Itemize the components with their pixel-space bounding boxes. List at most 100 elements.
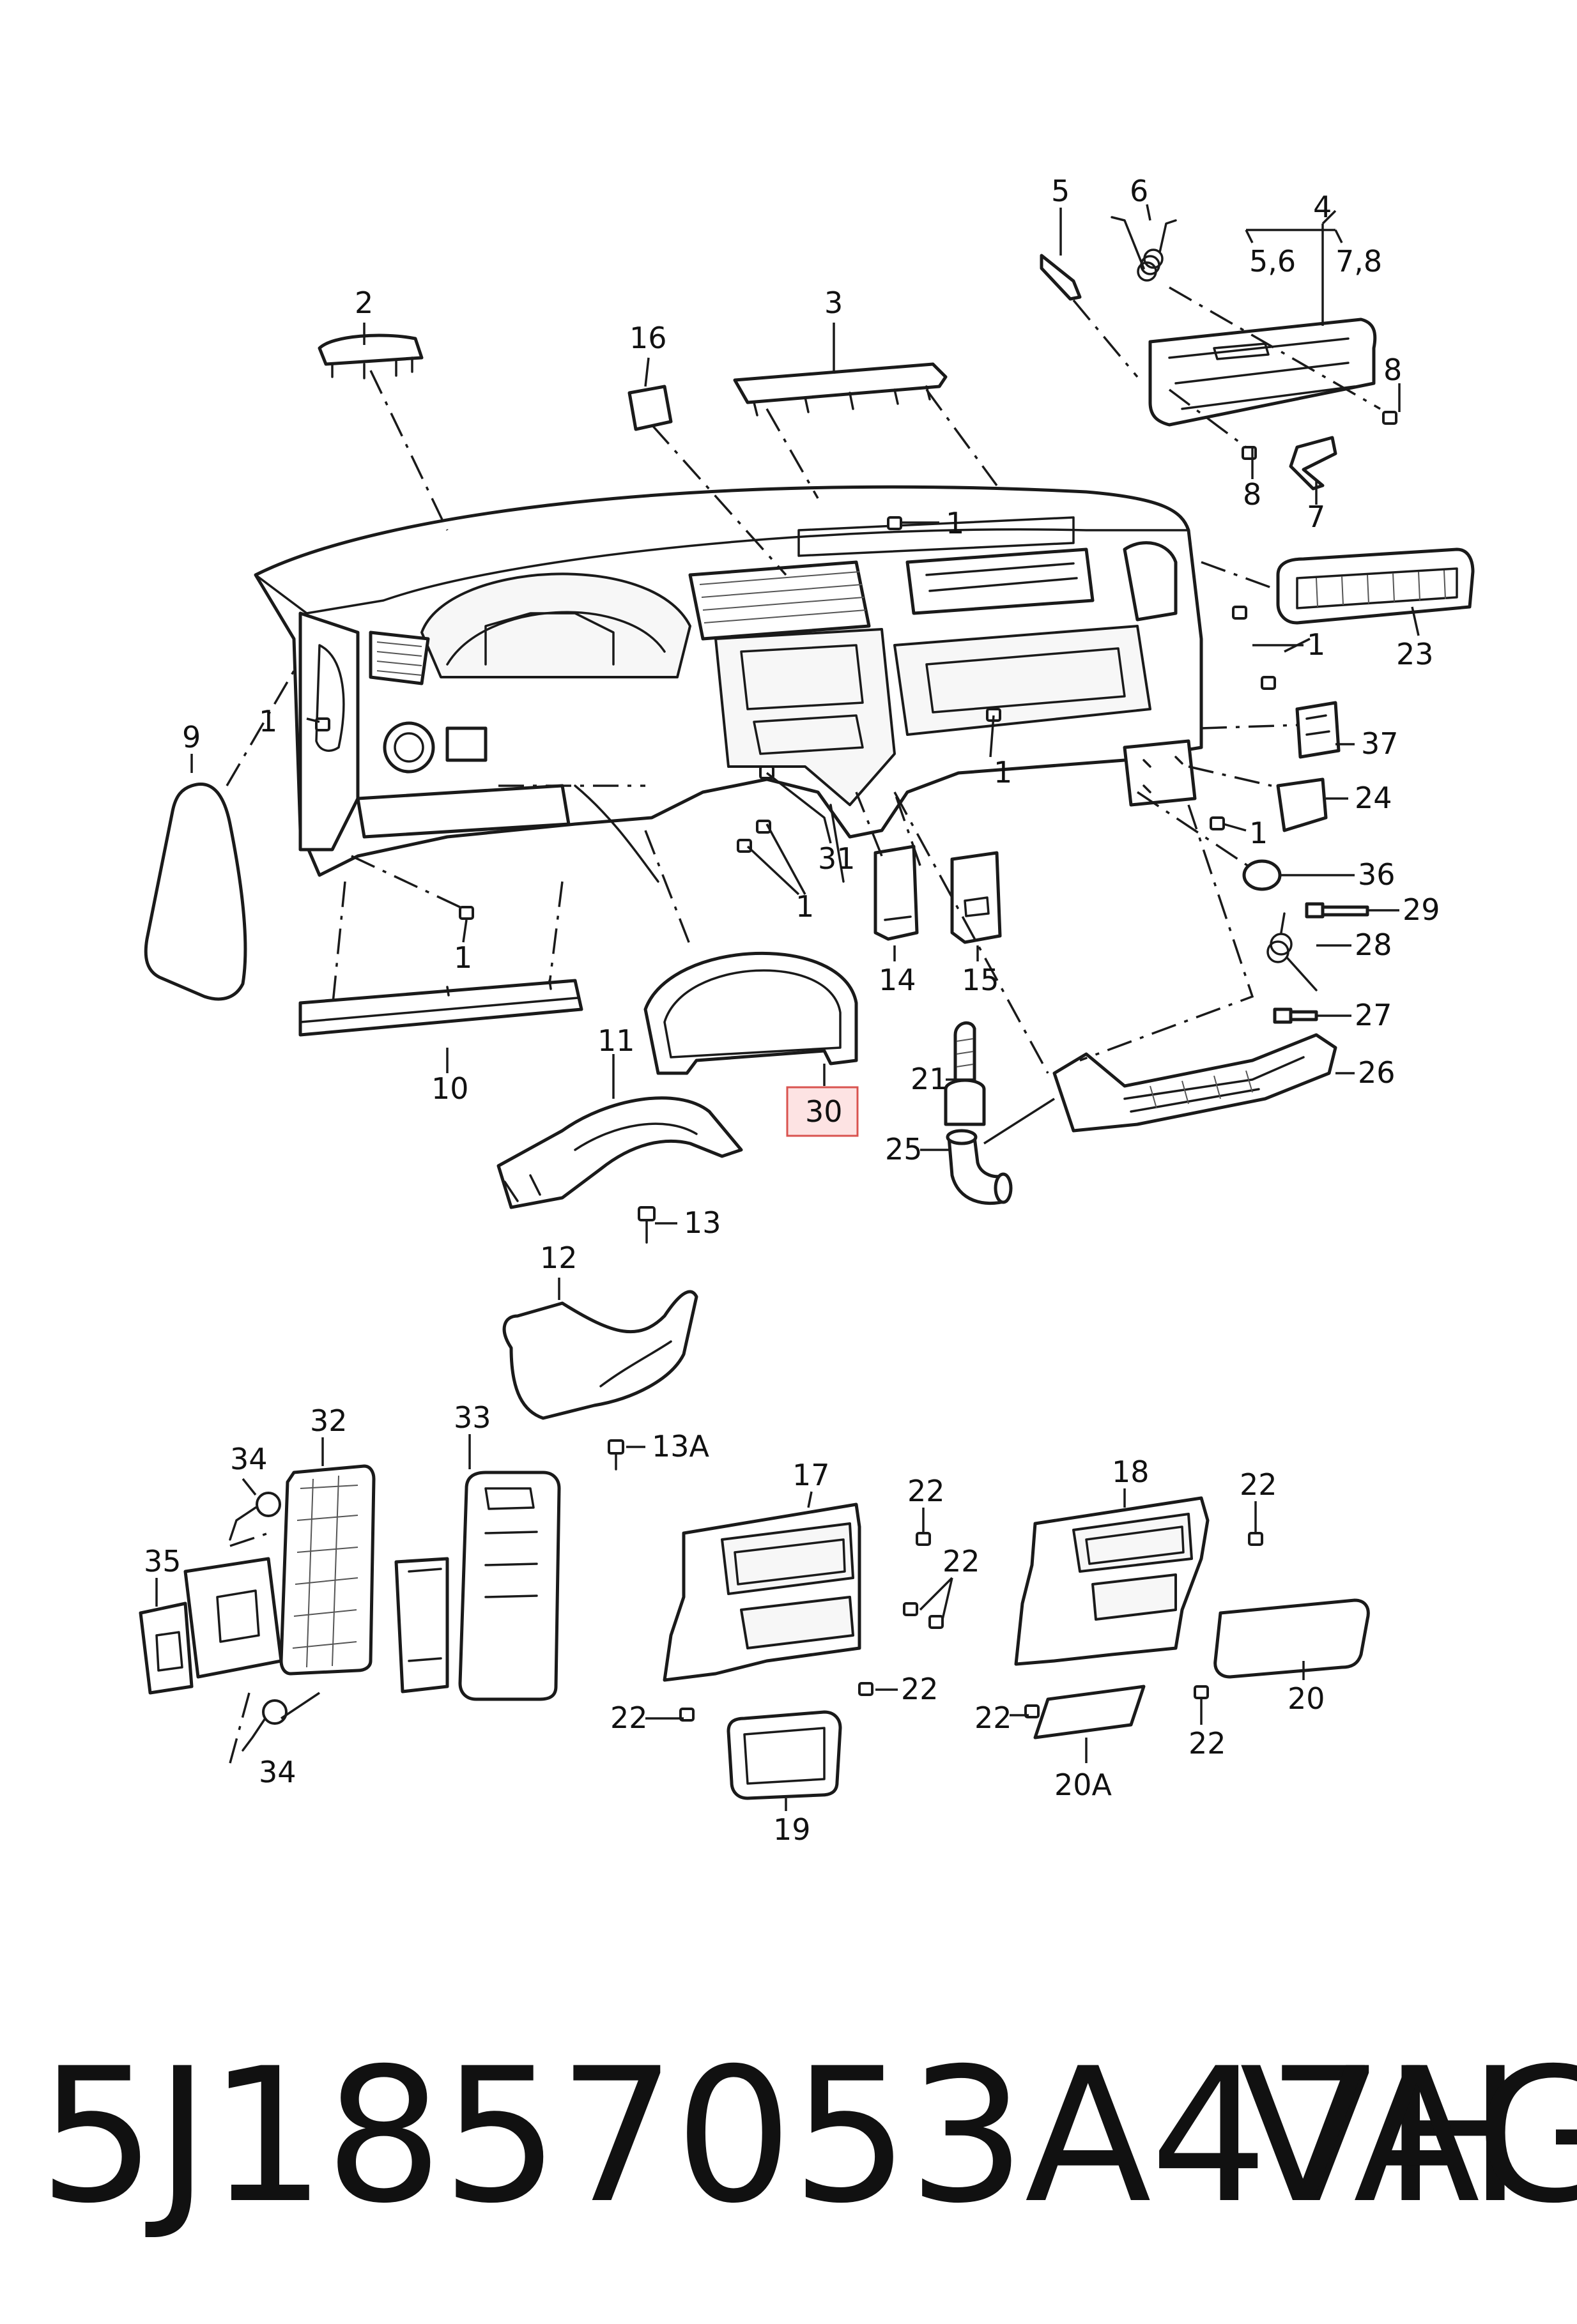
- callout-1-right: 1: [1307, 627, 1325, 662]
- callout-33: 33: [454, 1400, 491, 1435]
- callout-56: 5,6: [1249, 244, 1296, 279]
- part-25-elbow: [946, 1129, 1013, 1205]
- callout-27: 27: [1355, 998, 1392, 1032]
- part-12-lower-column-cover: [502, 1290, 698, 1420]
- part-26-lower-trim: [1052, 1033, 1337, 1133]
- highlight-box-30: [786, 1086, 859, 1137]
- callout-10: 10: [431, 1071, 469, 1106]
- callout-35: 35: [144, 1544, 181, 1579]
- part-2-top-cover: [318, 333, 424, 379]
- part-10-lower-trim: [298, 979, 583, 1037]
- callout-78: 7,8: [1335, 244, 1382, 279]
- callout-labels: 2 16 3 5 6 4 5,6 7,8 8 8 7 1 23 1 37 1 2…: [144, 174, 1440, 1847]
- callout-8b: 8: [1243, 477, 1261, 512]
- part-7-bracket: [1289, 436, 1337, 491]
- callout-5: 5: [1051, 174, 1070, 208]
- part-9-end-cap: [144, 783, 247, 1001]
- callout-25: 25: [885, 1132, 923, 1166]
- leader-lines: [155, 204, 1420, 1811]
- part-20-blank-plate: [1213, 1598, 1370, 1679]
- callout-11: 11: [597, 1023, 635, 1058]
- callout-22-c: 22: [901, 1672, 939, 1706]
- part-27-screw: [1273, 1007, 1318, 1024]
- callout-9: 9: [182, 720, 201, 754]
- part-15-switch-blank: [950, 851, 1002, 944]
- callout-22-e: 22: [1240, 1467, 1277, 1502]
- callout-30: 30: [805, 1094, 843, 1129]
- callout-21: 21: [911, 1062, 948, 1096]
- callout-6: 6: [1130, 174, 1148, 208]
- part-17-console-frame: [663, 1502, 861, 1682]
- part-18-console-frame: [1014, 1496, 1210, 1666]
- part-37-bracket: [1295, 701, 1341, 759]
- callout-13: 13: [684, 1205, 721, 1240]
- callout-1-lower: 1: [454, 940, 472, 975]
- part-19-bezel: [727, 1710, 842, 1800]
- part-13a-screw: [608, 1439, 624, 1471]
- callout-26: 26: [1358, 1055, 1396, 1090]
- part-16-cap: [627, 385, 673, 431]
- callout-2: 2: [355, 286, 373, 320]
- part-33-bin: [394, 1471, 561, 1701]
- callout-22-d: 22: [610, 1701, 648, 1735]
- part-29-bolt: [1305, 902, 1369, 919]
- callout-7: 7: [1307, 500, 1325, 534]
- callout-8a: 8: [1383, 353, 1402, 387]
- callout-20a: 20A: [1054, 1768, 1112, 1802]
- callout-14: 14: [879, 963, 916, 997]
- callout-34-top: 34: [230, 1442, 268, 1476]
- callout-22-a: 22: [907, 1474, 945, 1508]
- callout-36: 36: [1358, 857, 1396, 892]
- part-6-spring: [1111, 216, 1177, 282]
- part-14-switch-blank: [873, 845, 919, 941]
- callout-1-mid: 1: [994, 755, 1012, 790]
- callout-16: 16: [629, 321, 667, 355]
- callout-22-g: 22: [1189, 1726, 1226, 1761]
- part-21-fitting: [944, 1021, 986, 1126]
- part-35-bracket: [139, 1557, 283, 1695]
- part-13-screw: [638, 1206, 656, 1244]
- part-number-text: 5J1857053A47H: [38, 2029, 1523, 2244]
- fastener-screws: [315, 411, 1397, 920]
- callout-24: 24: [1355, 781, 1392, 815]
- part-32-storage-bin: [279, 1464, 376, 1676]
- callout-1-right2: 1: [1249, 816, 1268, 850]
- callout-1-top: 1: [946, 506, 964, 540]
- part-23-right-vent: [1276, 547, 1475, 625]
- part-4-airbag-module: [1148, 317, 1377, 427]
- part-36-plug: [1242, 859, 1282, 891]
- callout-1-left: 1: [259, 704, 277, 738]
- callout-17: 17: [792, 1458, 830, 1492]
- callout-12: 12: [540, 1241, 578, 1275]
- callout-13a: 13A: [652, 1429, 710, 1464]
- callout-37: 37: [1361, 726, 1399, 761]
- part-30-cluster-surround: [643, 951, 858, 1075]
- brand-text: VAG: [1240, 2029, 1577, 2244]
- callout-3: 3: [824, 286, 843, 320]
- callout-4: 4: [1313, 190, 1332, 224]
- part-24-cap: [1276, 777, 1328, 832]
- part-3-centre-cover: [733, 362, 948, 417]
- callout-28: 28: [1355, 928, 1392, 962]
- callout-29: 29: [1403, 892, 1440, 927]
- footer-part-number: 5J1857053A47H VAG: [38, 2029, 1577, 2244]
- callout-31: 31: [818, 841, 856, 876]
- callout-22-f: 22: [974, 1701, 1012, 1735]
- callout-34-bottom: 34: [259, 1755, 296, 1789]
- callout-22-b: 22: [942, 1544, 980, 1579]
- part-22-screws: [679, 1532, 1263, 1722]
- callout-15: 15: [962, 963, 999, 997]
- part-34-screw-lower: [242, 1699, 288, 1752]
- callout-32: 32: [310, 1403, 348, 1438]
- callout-18: 18: [1112, 1455, 1150, 1489]
- part-34-screw-upper: [229, 1492, 281, 1541]
- callout-19: 19: [773, 1812, 811, 1847]
- part-11-upper-column-cover: [496, 1096, 743, 1209]
- callout-23: 23: [1396, 637, 1434, 671]
- callout-20: 20: [1288, 1681, 1325, 1716]
- part-20a-blank-plate: [1033, 1685, 1146, 1739]
- dashboard-panel: [254, 485, 1203, 883]
- part-5-clip: [1040, 254, 1082, 301]
- callout-1-center: 1: [796, 889, 814, 924]
